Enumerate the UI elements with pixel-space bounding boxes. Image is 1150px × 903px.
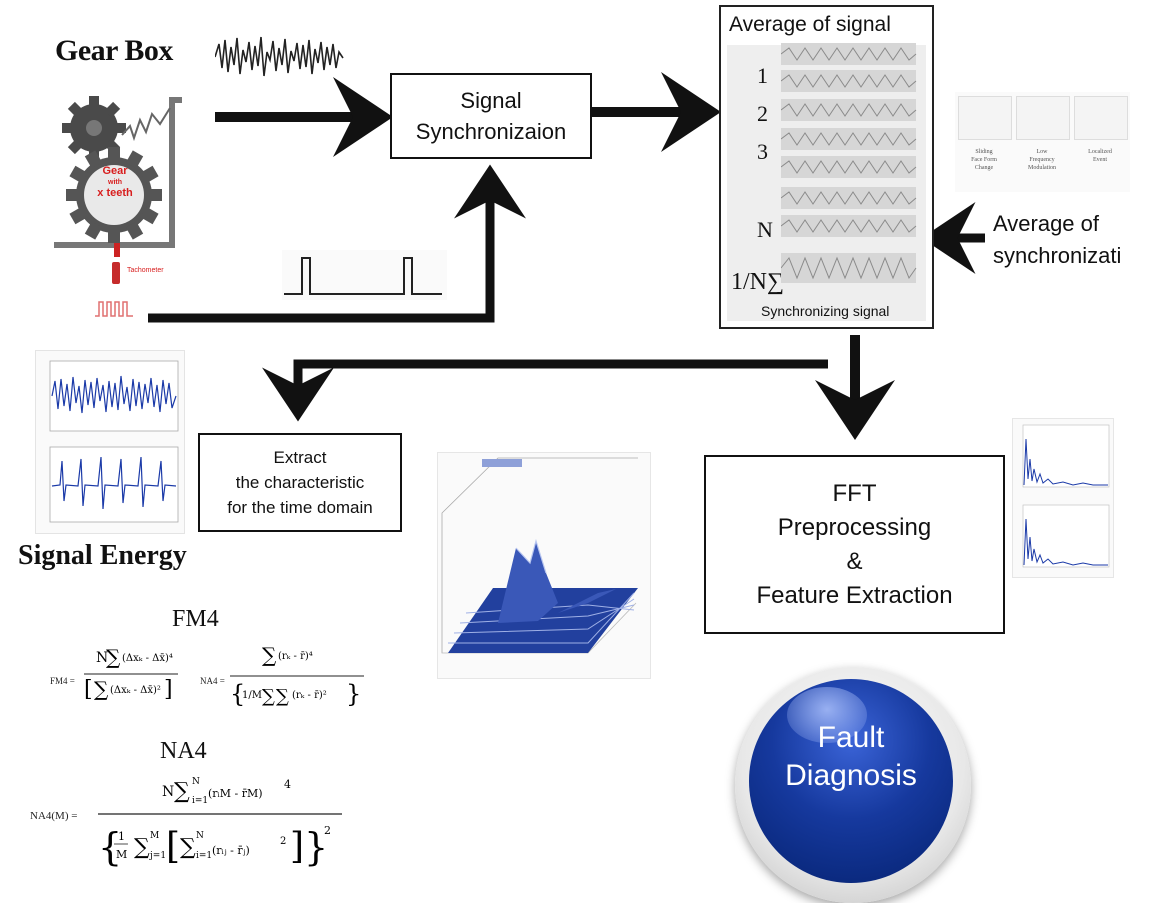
fault-diagnosis-label: Fault Diagnosis (785, 721, 917, 792)
row-label-1: 1 (757, 63, 768, 88)
arrow-panel-to-extract (262, 359, 828, 422)
svg-text:(rₖ - r̄)⁴: (rₖ - r̄)⁴ (278, 651, 313, 662)
svg-text:2: 2 (324, 824, 331, 837)
svg-text:∑: ∑ (134, 835, 150, 860)
svg-text:(rᵢⱼ - r̄ⱼ): (rᵢⱼ - r̄ⱼ) (212, 844, 250, 857)
svg-text:N: N (192, 777, 200, 787)
svg-text:i=1: i=1 (192, 796, 208, 806)
svg-text:N: N (96, 650, 108, 666)
average-of-synchronization-label: Average of synchronizati (993, 211, 1122, 268)
svg-text:1/M: 1/M (242, 690, 262, 701)
svg-text:(Δxₖ - Δx̄)²: (Δxₖ - Δx̄)² (110, 685, 161, 696)
sensor-spring-icon (121, 107, 171, 142)
tachometer-label: Tachometer (127, 267, 164, 274)
waterfall-3d-plot (437, 452, 651, 679)
gear-label: Gear with x teeth (97, 165, 133, 199)
fm4-formula: FM4 = N ∑ (Δxₖ - Δx̄)⁴ [ ∑ (Δxₖ - Δx̄)² … (50, 643, 364, 708)
synchronizing-signal-caption: Synchronizing signal (761, 303, 890, 319)
svg-text:4: 4 (284, 778, 291, 791)
average-panel-title: Average of signal (729, 13, 891, 36)
svg-text:∑: ∑ (262, 686, 275, 707)
svg-text:[: [ (84, 677, 93, 702)
svg-text:1: 1 (118, 830, 125, 843)
signal-energy-label: Signal Energy (18, 540, 187, 571)
svg-text:(rₖ - r̄)²: (rₖ - r̄)² (292, 690, 327, 701)
svg-text:M: M (116, 848, 127, 861)
svg-text:{: { (230, 680, 245, 708)
row-label-2: 2 (757, 101, 768, 126)
svg-text:∑: ∑ (174, 779, 190, 804)
fft-feature-extraction-box: FFT Preprocessing & Feature Extraction (704, 455, 1005, 634)
arrow-tacho-to-sync (148, 164, 526, 323)
na4-title: NA4 (160, 738, 207, 764)
svg-text:M: M (150, 831, 159, 841)
extract-time-domain-box: Extract the characteristic for the time … (198, 433, 402, 532)
fault-diagnosis-badge: Fault Diagnosis (735, 667, 971, 903)
svg-text:2: 2 (280, 836, 286, 847)
svg-text:∑: ∑ (262, 643, 277, 667)
fm4-title: FM4 (172, 606, 219, 632)
na4-formula: NA4(M) = N ∑ N i=1 (rᵢM - r̄M) 4 { 1 M ∑… (30, 777, 342, 869)
average-signal-panel: Average of signal 1 2 3 N 1/N∑ Synchroni… (719, 5, 934, 329)
svg-text:∑: ∑ (94, 677, 109, 701)
svg-text:j=1: j=1 (149, 851, 166, 861)
gearbox-illustration (54, 96, 182, 257)
averaged-waveforms (781, 43, 917, 283)
svg-text:{: { (98, 825, 122, 869)
svg-text:N: N (196, 831, 204, 841)
svg-text:∑: ∑ (180, 835, 196, 860)
svg-text:}: } (346, 680, 361, 708)
sum-label: 1/N∑ (731, 269, 785, 295)
tacho-pulse-signal (95, 301, 133, 317)
signal-synchronization-box: Signal Synchronizaion (390, 73, 592, 159)
large-gear-icon (66, 147, 162, 243)
svg-text:∑: ∑ (276, 686, 289, 707)
fft-spectrum-plots (1012, 418, 1114, 578)
svg-text:N: N (162, 784, 174, 800)
svg-text:]: ] (164, 677, 173, 702)
svg-text:∑: ∑ (106, 645, 121, 669)
row-label-3: 3 (757, 139, 768, 164)
row-label-n: N (757, 217, 773, 242)
signal-energy-plot (35, 350, 185, 534)
svg-text:(rᵢM - r̄M): (rᵢM - r̄M) (208, 787, 263, 800)
tachometer-sensor (112, 262, 120, 284)
svg-text:i=1: i=1 (196, 851, 212, 861)
svg-text:(Δxₖ - Δx̄)⁴: (Δxₖ - Δx̄)⁴ (122, 653, 173, 664)
sync-pulse-signal (282, 250, 447, 300)
svg-text:}: } (304, 825, 328, 869)
raw-vibration-signal (215, 36, 344, 77)
svg-text:[: [ (166, 826, 180, 867)
gearbox-title: Gear Box (55, 34, 173, 67)
small-gear-icon (62, 96, 126, 160)
svg-text:]: ] (290, 826, 304, 867)
